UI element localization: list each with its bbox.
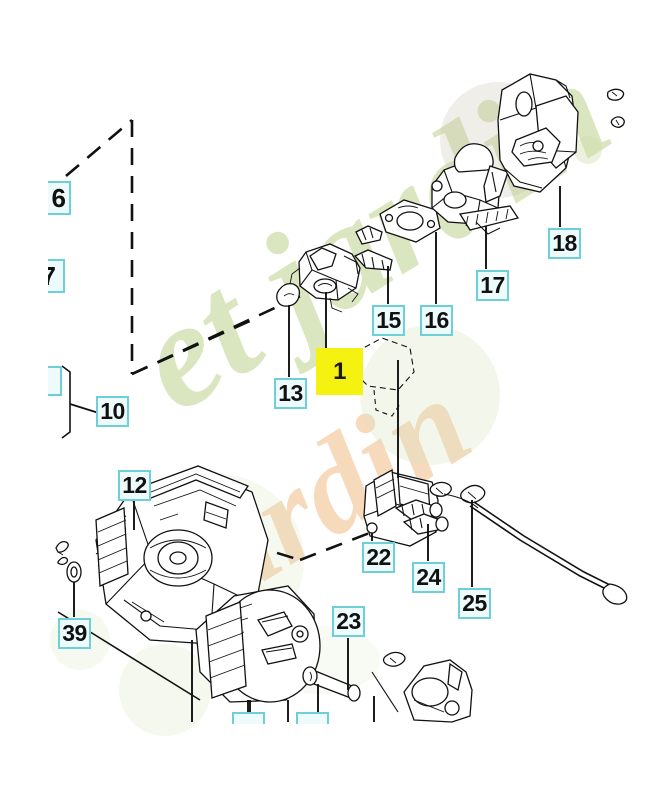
part-39-grommet xyxy=(55,540,82,617)
part-17-carburetor xyxy=(431,143,520,269)
callout-16-text: 16 xyxy=(424,307,449,333)
callout-18[interactable]: 18 xyxy=(548,228,581,259)
callout-6-text: 6 xyxy=(51,183,66,213)
callout-15[interactable]: 15 xyxy=(372,305,405,336)
part-24-screws xyxy=(394,499,449,561)
assembly-dashed-path xyxy=(65,119,319,376)
part-25-spark-lead xyxy=(429,481,628,605)
callout-7[interactable]: 7 xyxy=(48,259,65,293)
part-18-filter-housing xyxy=(497,73,579,227)
callout-22-text: 22 xyxy=(366,544,391,570)
callout-39[interactable]: 39 xyxy=(58,618,91,649)
callout-17-text: 17 xyxy=(480,272,505,298)
lower-right-cover xyxy=(317,651,473,723)
callout-13[interactable]: 13 xyxy=(274,378,307,409)
callout-13-text: 13 xyxy=(278,380,303,406)
callout-bottom-clipped-1[interactable] xyxy=(232,712,265,724)
callout-6[interactable]: 6 xyxy=(48,181,71,215)
callout-1-text: 1 xyxy=(333,357,346,385)
callout-15-text: 15 xyxy=(376,307,401,333)
callout-18-text: 18 xyxy=(552,230,577,256)
part-13-gasket xyxy=(276,282,301,377)
callout-10[interactable]: 10 xyxy=(96,396,129,427)
small-screws-top-right xyxy=(606,88,625,128)
callout-12[interactable]: 12 xyxy=(118,470,151,501)
callout-22[interactable]: 22 xyxy=(362,542,395,573)
part-23-spacer-tube xyxy=(302,638,361,702)
callout-1-highlighted[interactable]: 1 xyxy=(316,348,363,395)
callout-24-text: 24 xyxy=(416,564,441,590)
part-starter-drum xyxy=(195,585,321,722)
callout-16[interactable]: 16 xyxy=(420,305,453,336)
part-12-crankcase xyxy=(95,465,269,645)
callout-bottom-clipped-2[interactable] xyxy=(296,712,329,724)
callout-7-text: 7 xyxy=(48,263,56,289)
part-15-bolt xyxy=(353,225,393,304)
callout-12-text: 12 xyxy=(122,472,147,498)
callout-17[interactable]: 17 xyxy=(476,270,509,301)
callout-39-text: 39 xyxy=(62,620,87,646)
callout-25[interactable]: 25 xyxy=(458,588,491,619)
callout-24[interactable]: 24 xyxy=(412,562,445,593)
callout-25-text: 25 xyxy=(462,590,487,616)
callout-10-text: 10 xyxy=(100,398,125,424)
callout-23[interactable]: 23 xyxy=(332,606,365,637)
callout-23-text: 23 xyxy=(336,608,361,634)
part-16-gasket-plate xyxy=(379,199,441,304)
part-1-body xyxy=(289,243,361,356)
callout-8[interactable] xyxy=(48,366,62,396)
